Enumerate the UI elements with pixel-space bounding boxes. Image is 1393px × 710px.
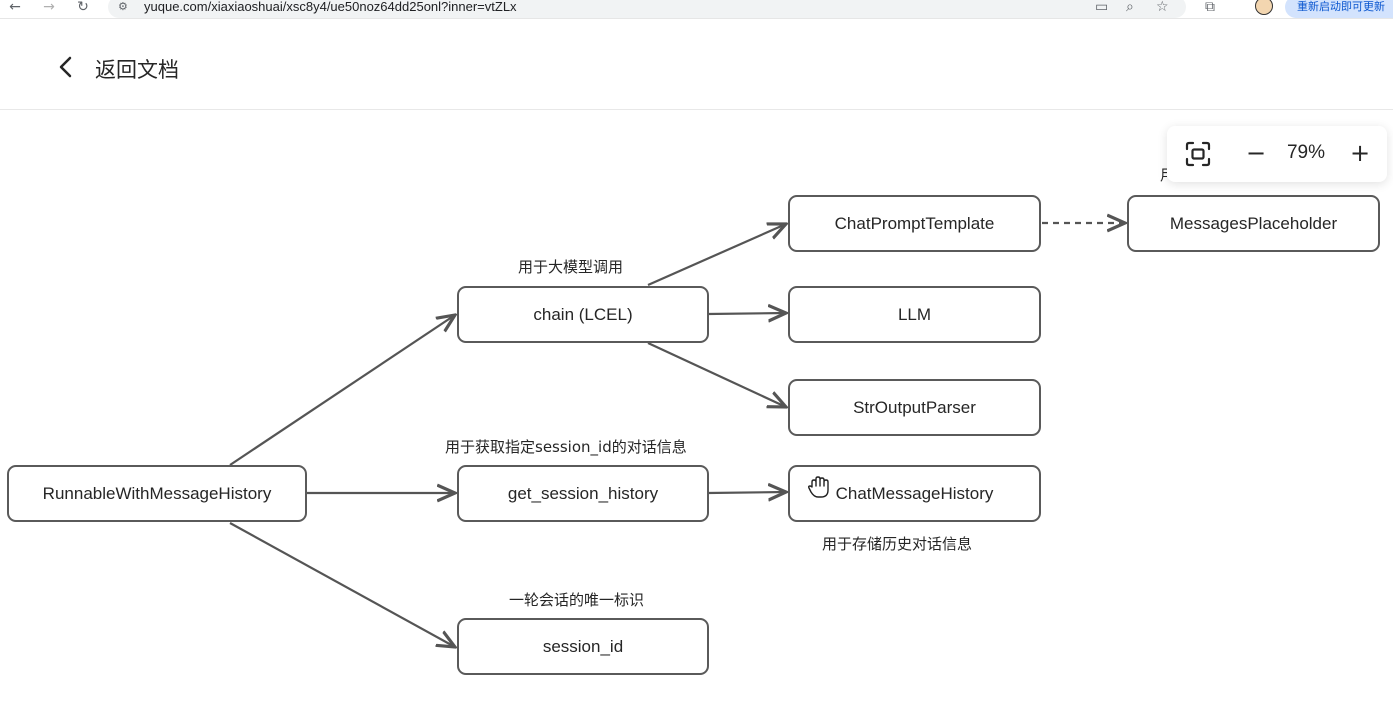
- edge-chain-llm: [707, 313, 786, 314]
- hand-cursor-icon: [807, 476, 829, 498]
- zoom-toolbar: − 79% +: [1167, 126, 1387, 182]
- back-to-document-link[interactable]: 返回文档: [95, 58, 179, 82]
- zoom-out-button[interactable]: −: [1245, 139, 1267, 167]
- zoom-icon[interactable]: ⌕: [1126, 0, 1134, 15]
- address-bar[interactable]: ⚙ yuque.com/xiaxiaoshuai/xsc8y4/ue50noz6…: [108, 0, 1186, 18]
- node-runnable-with-message-history[interactable]: RunnableWithMessageHistory: [7, 465, 307, 522]
- edge-chain-prompt: [647, 224, 786, 287]
- node-str-output-parser[interactable]: StrOutputParser: [788, 379, 1041, 436]
- node-llm[interactable]: LLM: [788, 286, 1041, 343]
- node-session-id[interactable]: session_id: [457, 618, 709, 675]
- diagram-canvas[interactable]: RunnableWithMessageHistory chain (LCEL) …: [0, 110, 1393, 710]
- node-get-session-history[interactable]: get_session_history: [457, 465, 709, 522]
- star-icon[interactable]: ☆: [1156, 0, 1169, 15]
- zoom-in-button[interactable]: +: [1349, 139, 1371, 167]
- reload-icon[interactable]: ↻: [77, 0, 89, 15]
- chevron-left-icon[interactable]: [56, 55, 76, 79]
- edge-get-session-history: [707, 492, 786, 493]
- zoom-level: 79%: [1286, 142, 1326, 163]
- node-chat-message-history[interactable]: ChatMessageHistory: [788, 465, 1041, 522]
- note-chat-message-history: 用于存储历史对话信息: [822, 535, 973, 553]
- extensions-icon[interactable]: ⧉: [1205, 0, 1215, 15]
- site-info-icon[interactable]: ⚙: [118, 0, 128, 13]
- arrow-right-icon[interactable]: →: [43, 0, 55, 15]
- install-app-icon[interactable]: ▭: [1095, 0, 1109, 15]
- profile-avatar[interactable]: [1255, 0, 1273, 15]
- update-button[interactable]: 重新启动即可更新: [1285, 0, 1393, 18]
- note-chain: 用于大模型调用: [518, 258, 624, 276]
- fit-screen-icon[interactable]: [1185, 141, 1211, 167]
- diagram-edges: [229, 110, 1393, 710]
- edge-runnable-chain: [229, 315, 455, 466]
- note-get-session-history: 用于获取指定session_id的对话信息: [445, 438, 687, 456]
- note-messages-placeholder-partial: 用: [1160, 164, 1167, 185]
- url-text: yuque.com/xiaxiaoshuai/xsc8y4/ue50noz64d…: [144, 0, 517, 14]
- arrow-left-icon[interactable]: ←: [9, 0, 21, 15]
- edge-runnable-session-id: [229, 522, 455, 647]
- node-chain-lcel[interactable]: chain (LCEL): [457, 286, 709, 343]
- note-session-id: 一轮会话的唯一标识: [509, 591, 645, 609]
- node-messages-placeholder[interactable]: MessagesPlaceholder: [1127, 195, 1380, 252]
- browser-toolbar: ← → ↻ ⚙ yuque.com/xiaxiaoshuai/xsc8y4/ue…: [0, 0, 1393, 19]
- edge-chain-parser: [647, 342, 786, 407]
- page-header: 返回文档: [0, 19, 1393, 110]
- node-chat-prompt-template[interactable]: ChatPromptTemplate: [788, 195, 1041, 252]
